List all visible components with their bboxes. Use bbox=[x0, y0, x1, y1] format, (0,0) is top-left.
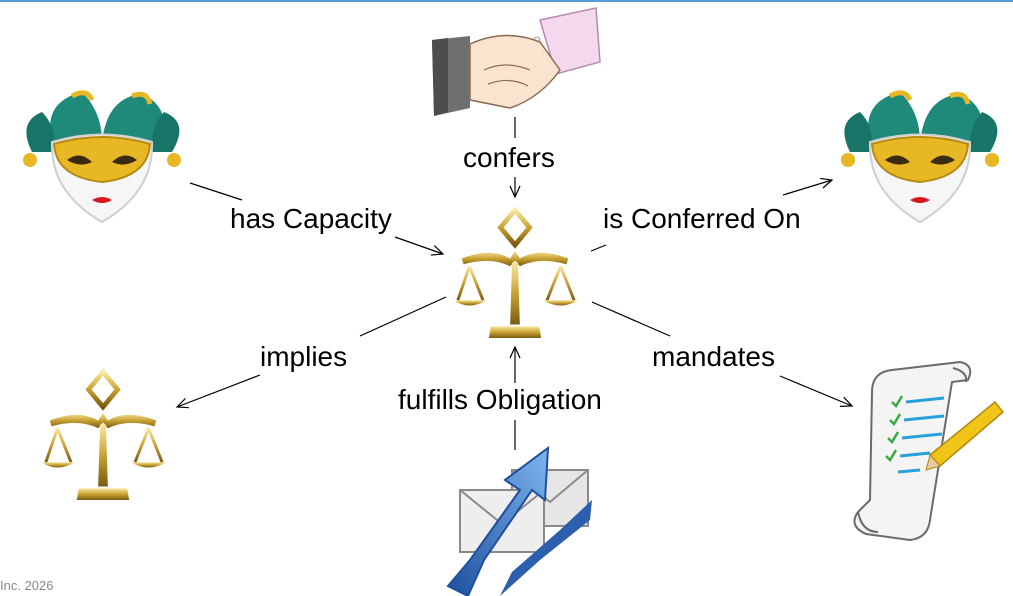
handshake-icon bbox=[432, 7, 601, 116]
jester-mask-left-icon bbox=[23, 92, 181, 222]
mail-send-arrow-icon bbox=[446, 445, 592, 596]
edge-conferred-on-a bbox=[590, 244, 607, 252]
label-mandates: mandates bbox=[652, 340, 775, 374]
label-is-conferred-on: is Conferred On bbox=[603, 202, 801, 236]
scroll-checklist-icon bbox=[853, 360, 1005, 542]
edge-implies-a bbox=[359, 296, 447, 337]
top-rule bbox=[0, 0, 1013, 2]
jester-mask-right-icon bbox=[841, 92, 999, 222]
edge-mandates-a bbox=[591, 301, 671, 337]
edge-has-capacity-b bbox=[394, 236, 445, 256]
label-fulfills-obligation: fulfills Obligation bbox=[398, 383, 602, 417]
edge-mandates-b bbox=[779, 375, 854, 407]
label-implies: implies bbox=[260, 340, 348, 374]
scales-bottom-left-icon bbox=[42, 372, 166, 500]
label-has-capacity: has Capacity bbox=[230, 202, 392, 236]
edge-implies-b bbox=[175, 374, 261, 409]
edge-conferred-on-b bbox=[782, 177, 834, 196]
scales-center-icon bbox=[454, 210, 578, 338]
edge-has-capacity-a bbox=[189, 182, 243, 201]
label-confers: confers bbox=[463, 141, 555, 175]
footer-copyright: Inc. 2026 bbox=[0, 578, 54, 593]
